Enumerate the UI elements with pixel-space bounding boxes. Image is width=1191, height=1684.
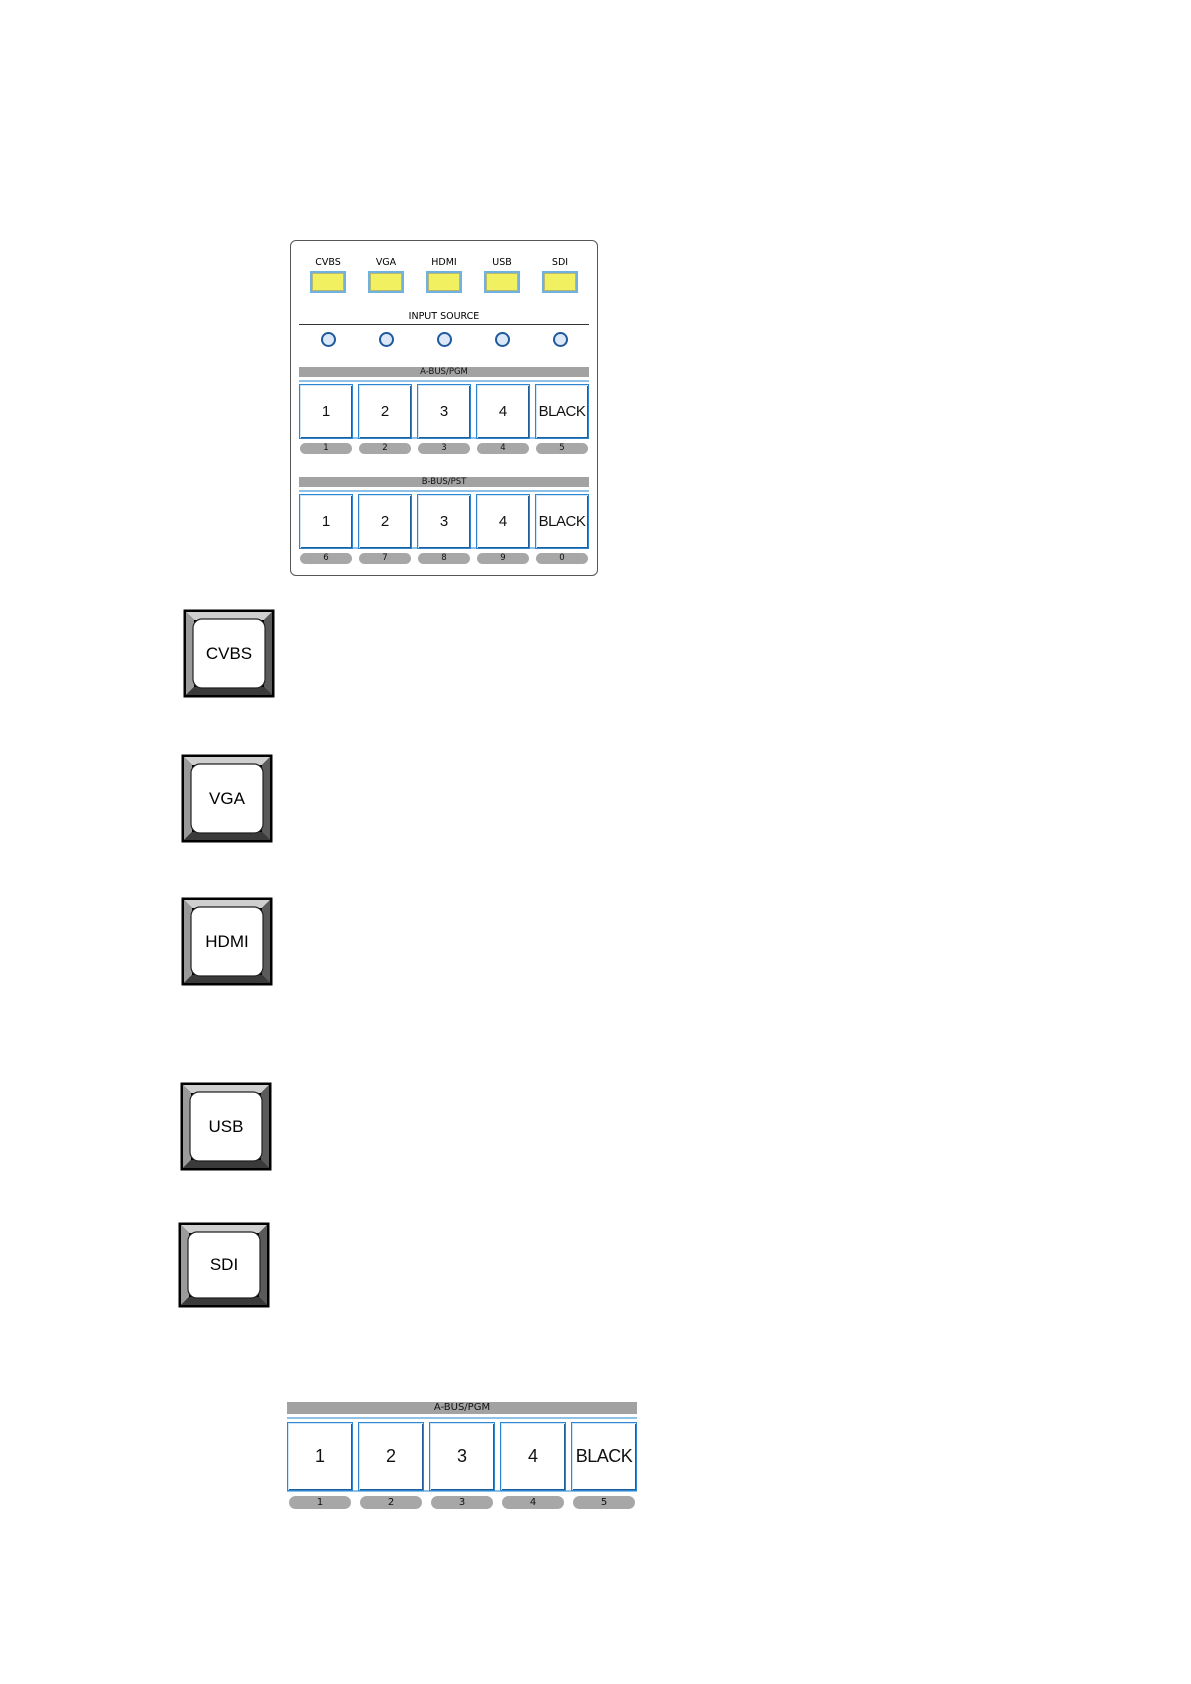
bus-number-labels: 6 7 8 9 0 [299, 553, 589, 564]
number-label: 6 [300, 553, 352, 564]
number-label: 3 [431, 1496, 493, 1509]
source-label: VGA [376, 257, 396, 269]
a-bus-pgm-figure: A-BUS/PGM 1 2 3 4 BLACK 1 2 3 4 5 [287, 1402, 637, 1509]
control-panel-figure: CVBS VGA HDMI USB SDI INPUT SOURCE A-BUS… [290, 240, 598, 576]
source-sdi: SDI [538, 257, 582, 293]
source-label: HDMI [431, 257, 456, 269]
a-bus-key-2[interactable]: 2 [358, 384, 412, 439]
key-label: SDI [178, 1255, 270, 1275]
source-label: SDI [552, 257, 568, 269]
bus-keys: 1 2 3 4 BLACK [299, 490, 589, 549]
bus-key-1[interactable]: 1 [287, 1422, 353, 1491]
number-label: 1 [300, 443, 352, 454]
source-hdmi: HDMI [422, 257, 466, 293]
b-bus-key-black[interactable]: BLACK [535, 494, 589, 549]
source-vga: VGA [364, 257, 408, 293]
bus-keys: 1 2 3 4 BLACK [299, 380, 589, 439]
number-label: 0 [536, 553, 588, 564]
bus-title: A-BUS/PGM [287, 1402, 637, 1414]
source-key-usb[interactable] [484, 271, 520, 293]
source-key-hdmi[interactable] [426, 271, 462, 293]
a-bus-key-1[interactable]: 1 [299, 384, 353, 439]
bus-key-4[interactable]: 4 [500, 1422, 566, 1491]
led-indicator-icon [553, 332, 568, 347]
number-label: 9 [477, 553, 529, 564]
input-source-title: INPUT SOURCE [299, 311, 589, 323]
vga-key-icon[interactable]: VGA [181, 754, 273, 843]
bus-key-2[interactable]: 2 [358, 1422, 424, 1491]
bus-number-labels: 1 2 3 4 5 [299, 443, 589, 454]
led-indicator-icon [437, 332, 452, 347]
source-cvbs: CVBS [306, 257, 350, 293]
key-label: USB [180, 1117, 272, 1137]
bus-key-3[interactable]: 3 [429, 1422, 495, 1491]
b-bus-key-4[interactable]: 4 [476, 494, 530, 549]
number-label: 5 [536, 443, 588, 454]
bus-number-labels: 1 2 3 4 5 [287, 1496, 637, 1509]
number-label: 7 [359, 553, 411, 564]
divider [299, 324, 589, 325]
bus-title: A-BUS/PGM [299, 367, 589, 377]
indicator-leds [306, 332, 582, 347]
cvbs-key-icon[interactable]: CVBS [183, 609, 275, 698]
led-indicator-icon [379, 332, 394, 347]
b-bus-key-2[interactable]: 2 [358, 494, 412, 549]
key-label: CVBS [183, 644, 275, 664]
b-bus-key-3[interactable]: 3 [417, 494, 471, 549]
source-label: USB [492, 257, 512, 269]
a-bus-key-4[interactable]: 4 [476, 384, 530, 439]
sdi-key-icon[interactable]: SDI [178, 1222, 270, 1308]
number-label: 1 [289, 1496, 351, 1509]
a-bus-pgm: A-BUS/PGM 1 2 3 4 BLACK 1 2 3 4 5 [299, 367, 589, 454]
source-key-cvbs[interactable] [310, 271, 346, 293]
source-key-vga[interactable] [368, 271, 404, 293]
bus-key-black[interactable]: BLACK [571, 1422, 637, 1491]
number-label: 2 [360, 1496, 422, 1509]
number-label: 5 [573, 1496, 635, 1509]
number-label: 3 [418, 443, 470, 454]
source-label: CVBS [315, 257, 341, 269]
key-label: VGA [181, 789, 273, 809]
number-label: 4 [502, 1496, 564, 1509]
bus-title: B-BUS/PST [299, 477, 589, 487]
key-label: HDMI [181, 932, 273, 952]
number-label: 8 [418, 553, 470, 564]
source-usb: USB [480, 257, 524, 293]
hdmi-key-icon[interactable]: HDMI [181, 897, 273, 986]
led-indicator-icon [321, 332, 336, 347]
number-label: 4 [477, 443, 529, 454]
a-bus-key-black[interactable]: BLACK [535, 384, 589, 439]
b-bus-pst: B-BUS/PST 1 2 3 4 BLACK 6 7 8 9 0 [299, 477, 589, 564]
b-bus-key-1[interactable]: 1 [299, 494, 353, 549]
led-indicator-icon [495, 332, 510, 347]
input-source-keys: CVBS VGA HDMI USB SDI [306, 257, 582, 293]
usb-key-icon[interactable]: USB [180, 1082, 272, 1171]
bus-keys: 1 2 3 4 BLACK [287, 1417, 637, 1492]
number-label: 2 [359, 443, 411, 454]
a-bus-key-3[interactable]: 3 [417, 384, 471, 439]
source-key-sdi[interactable] [542, 271, 578, 293]
